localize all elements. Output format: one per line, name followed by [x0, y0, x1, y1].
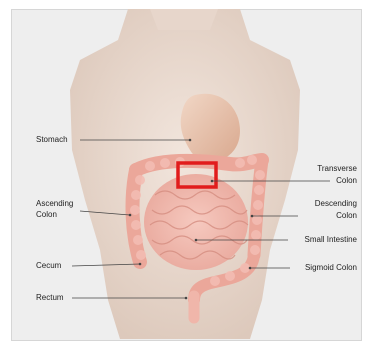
- label-descending-colon-line2: Colon: [336, 211, 357, 221]
- label-cecum: Cecum: [36, 261, 61, 271]
- label-sigmoid-colon: Sigmoid Colon: [305, 263, 357, 273]
- label-stomach: Stomach: [36, 135, 68, 145]
- label-transverse-colon-line2: Colon: [336, 176, 357, 186]
- label-ascending-colon-line2: Colon: [36, 210, 57, 220]
- label-small-intestine: Small Intestine: [305, 235, 357, 245]
- label-rectum: Rectum: [36, 293, 64, 303]
- label-descending-colon-line1: Descending: [315, 199, 357, 209]
- label-ascending-colon-line1: Ascending: [36, 199, 73, 209]
- label-transverse-colon-line1: Transverse: [317, 164, 357, 174]
